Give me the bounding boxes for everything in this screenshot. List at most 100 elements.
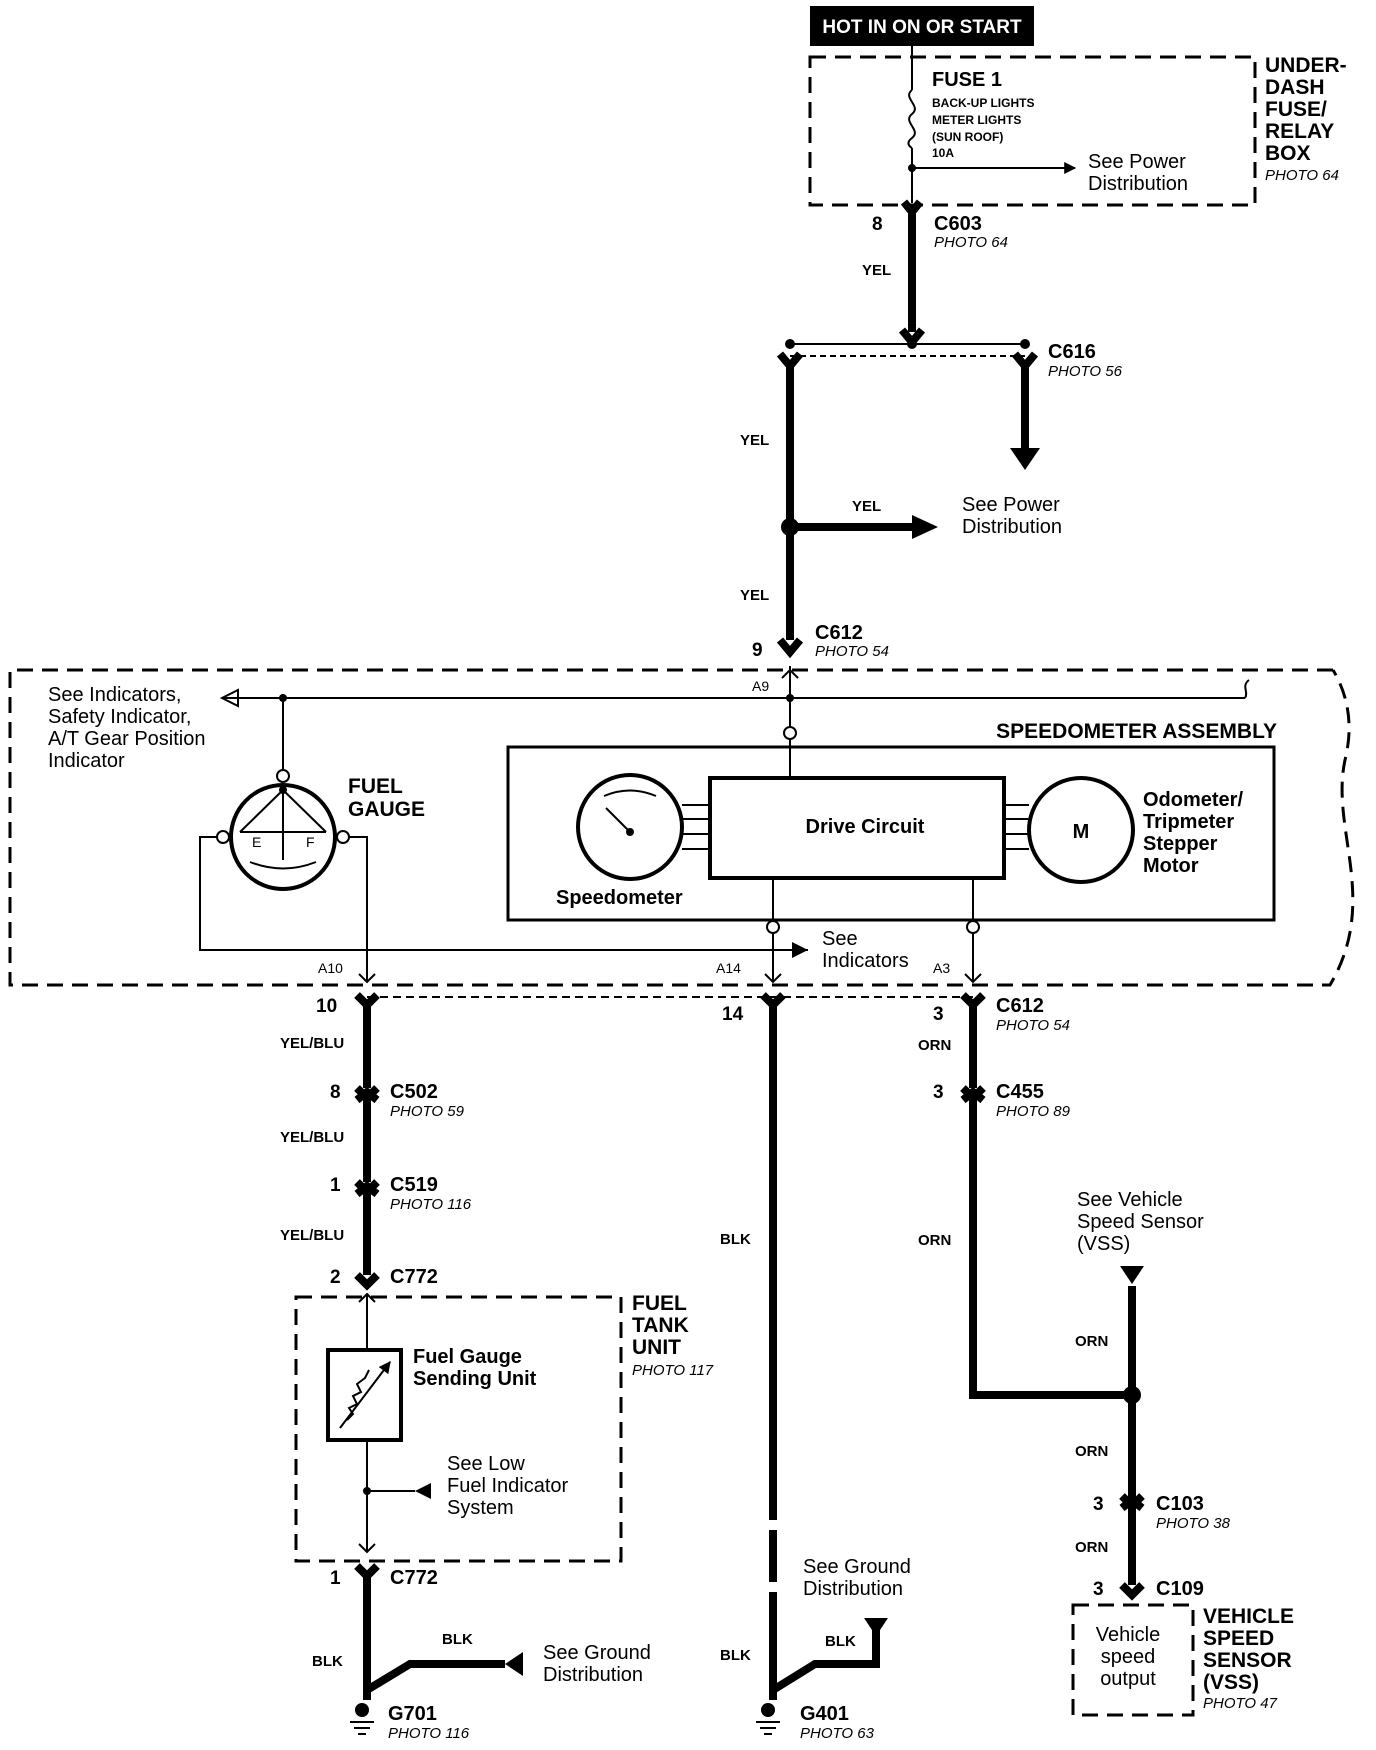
pin-a9: A9 <box>752 678 769 694</box>
wire-yel-blu-2: YEL/BLU <box>280 1129 344 1146</box>
drive-circuit-label: Drive Circuit <box>806 816 925 838</box>
wire-blk-5: BLK <box>825 1633 856 1650</box>
see-indicators-4: Indicator <box>48 750 125 772</box>
vss-name-1: VEHICLE <box>1203 1605 1294 1628</box>
c612-top-photo: PHOTO 54 <box>815 643 889 660</box>
fuse-box-name-2: DASH <box>1265 76 1325 99</box>
hot-label: HOT IN ON OR START <box>822 17 1022 38</box>
fuse-box-photo: PHOTO 64 <box>1265 167 1339 184</box>
speedometer-label: Speedometer <box>556 887 683 909</box>
odometer-label-4: Motor <box>1143 855 1199 877</box>
see-ground-1-line2: Distribution <box>543 1664 643 1686</box>
pin-a3: A3 <box>933 960 950 976</box>
vss-outline <box>1071 1603 1195 1717</box>
fuel-sending-unit <box>326 1348 403 1442</box>
c612-top-pin: 9 <box>752 640 763 661</box>
fuse-circuit-3: (SUN ROOF) <box>932 130 1003 144</box>
see-power-2-line1: See Power <box>962 494 1060 516</box>
wire-yel-blu-1: YEL/BLU <box>280 1035 344 1052</box>
see-ground-1-line1: See Ground <box>543 1642 651 1664</box>
see-ground-2-line1: See Ground <box>803 1556 911 1578</box>
fuel-tank-name-3: UNIT <box>632 1336 681 1359</box>
fuel-sending-unit-label-2: Sending Unit <box>413 1368 537 1390</box>
see-ground-2-line2: Distribution <box>803 1578 903 1600</box>
see-low-fuel-2: Fuel Indicator <box>447 1475 569 1497</box>
odometer-label-1: Odometer/ <box>1143 789 1243 811</box>
see-vss-2: Speed Sensor <box>1077 1211 1204 1233</box>
c109-pin: 3 <box>1093 1579 1104 1600</box>
fuel-sending-unit-label-1: Fuel Gauge <box>413 1346 522 1368</box>
fuse-circuit-1: BACK-UP LIGHTS <box>932 96 1034 110</box>
see-vss-3: (VSS) <box>1077 1233 1130 1255</box>
g701-name: G701 <box>388 1703 437 1725</box>
c109-name: C109 <box>1156 1578 1204 1600</box>
wire-yel-2: YEL <box>740 432 769 449</box>
c103-photo: PHOTO 38 <box>1156 1515 1231 1532</box>
wire-blk-3: BLK <box>720 1231 751 1248</box>
wire-yel-3: YEL <box>852 498 881 515</box>
fuse-circuit-2: METER LIGHTS <box>932 113 1021 127</box>
see-power-2-line2: Distribution <box>962 516 1062 538</box>
fuse-see-power-1: See Power <box>1088 151 1186 173</box>
fuse-symbol <box>907 89 916 149</box>
c616-name: C616 <box>1048 341 1096 363</box>
wire-blk-1: BLK <box>312 1653 343 1670</box>
vss-name-3: SENSOR <box>1203 1649 1292 1672</box>
c455-name: C455 <box>996 1081 1044 1103</box>
wire-yel-4: YEL <box>740 587 769 604</box>
fuel-tank-name-2: TANK <box>632 1314 689 1337</box>
vss-name-2: SPEED <box>1203 1627 1274 1650</box>
speedometer-inner-box <box>506 745 1276 922</box>
c772-bottom-pin: 1 <box>330 1568 341 1589</box>
fuel-tank-name-1: FUEL <box>632 1292 687 1315</box>
see-indicators-2: Safety Indicator, <box>48 706 191 728</box>
pin-a10: A10 <box>318 960 343 976</box>
wire-yel-blu-3: YEL/BLU <box>280 1227 344 1244</box>
wire-orn-5: ORN <box>1075 1539 1108 1556</box>
c612-bottom-name: C612 <box>996 995 1044 1017</box>
fuse-box-name-4: RELAY <box>1265 120 1334 143</box>
wire-blk-2: BLK <box>442 1631 473 1648</box>
stepper-motor <box>1027 776 1135 884</box>
see-low-fuel-3: System <box>447 1497 514 1519</box>
pin-a14: A14 <box>716 960 741 976</box>
c612-top-name: C612 <box>815 622 863 644</box>
vss-box-3: output <box>1100 1668 1156 1690</box>
c455-pin: 3 <box>933 1082 944 1103</box>
c502-pin: 8 <box>330 1082 341 1103</box>
fuel-gauge-label-2: GAUGE <box>348 798 425 821</box>
wire-orn-3: ORN <box>1075 1333 1108 1350</box>
c603-photo: PHOTO 64 <box>934 234 1008 251</box>
c603-name: C603 <box>934 213 982 235</box>
fuse-rating: 10A <box>932 146 954 160</box>
see-indicators-3: A/T Gear Position <box>48 728 205 750</box>
wire-orn-1: ORN <box>918 1037 951 1054</box>
c455-photo: PHOTO 89 <box>996 1103 1071 1120</box>
g701-photo: PHOTO 116 <box>388 1725 470 1742</box>
c612-bottom-pin-gnd: 14 <box>722 1004 744 1025</box>
c603-pin: 8 <box>872 214 883 235</box>
g401-photo: PHOTO 63 <box>800 1725 875 1742</box>
c103-pin: 3 <box>1093 1494 1104 1515</box>
speedometer-assembly-title: SPEEDOMETER ASSEMBLY <box>996 720 1277 743</box>
wire-yel-1: YEL <box>862 262 891 279</box>
fuse-box-name-5: BOX <box>1265 142 1311 165</box>
c502-photo: PHOTO 59 <box>390 1103 465 1120</box>
fuse-name: FUSE 1 <box>932 69 1002 91</box>
c612-bottom-pin-vss: 3 <box>933 1004 944 1025</box>
odometer-label-3: Stepper <box>1143 833 1218 855</box>
see-vss-1: See Vehicle <box>1077 1189 1183 1211</box>
drive-circuit-box <box>708 776 1006 880</box>
c772-bottom-name: C772 <box>390 1567 438 1589</box>
fuel-gauge-f: F <box>306 834 315 850</box>
see-low-fuel-1: See Low <box>447 1453 525 1475</box>
wire-blk-4: BLK <box>720 1647 751 1664</box>
g401-name: G401 <box>800 1703 849 1725</box>
c502-name: C502 <box>390 1081 438 1103</box>
c772-top-pin: 2 <box>330 1267 341 1288</box>
speedometer-dial <box>576 773 684 881</box>
fuse-box-name-1: UNDER- <box>1265 54 1347 77</box>
vss-name-4: (VSS) <box>1203 1671 1259 1694</box>
see-indicators-2-line2: Indicators <box>822 950 909 972</box>
